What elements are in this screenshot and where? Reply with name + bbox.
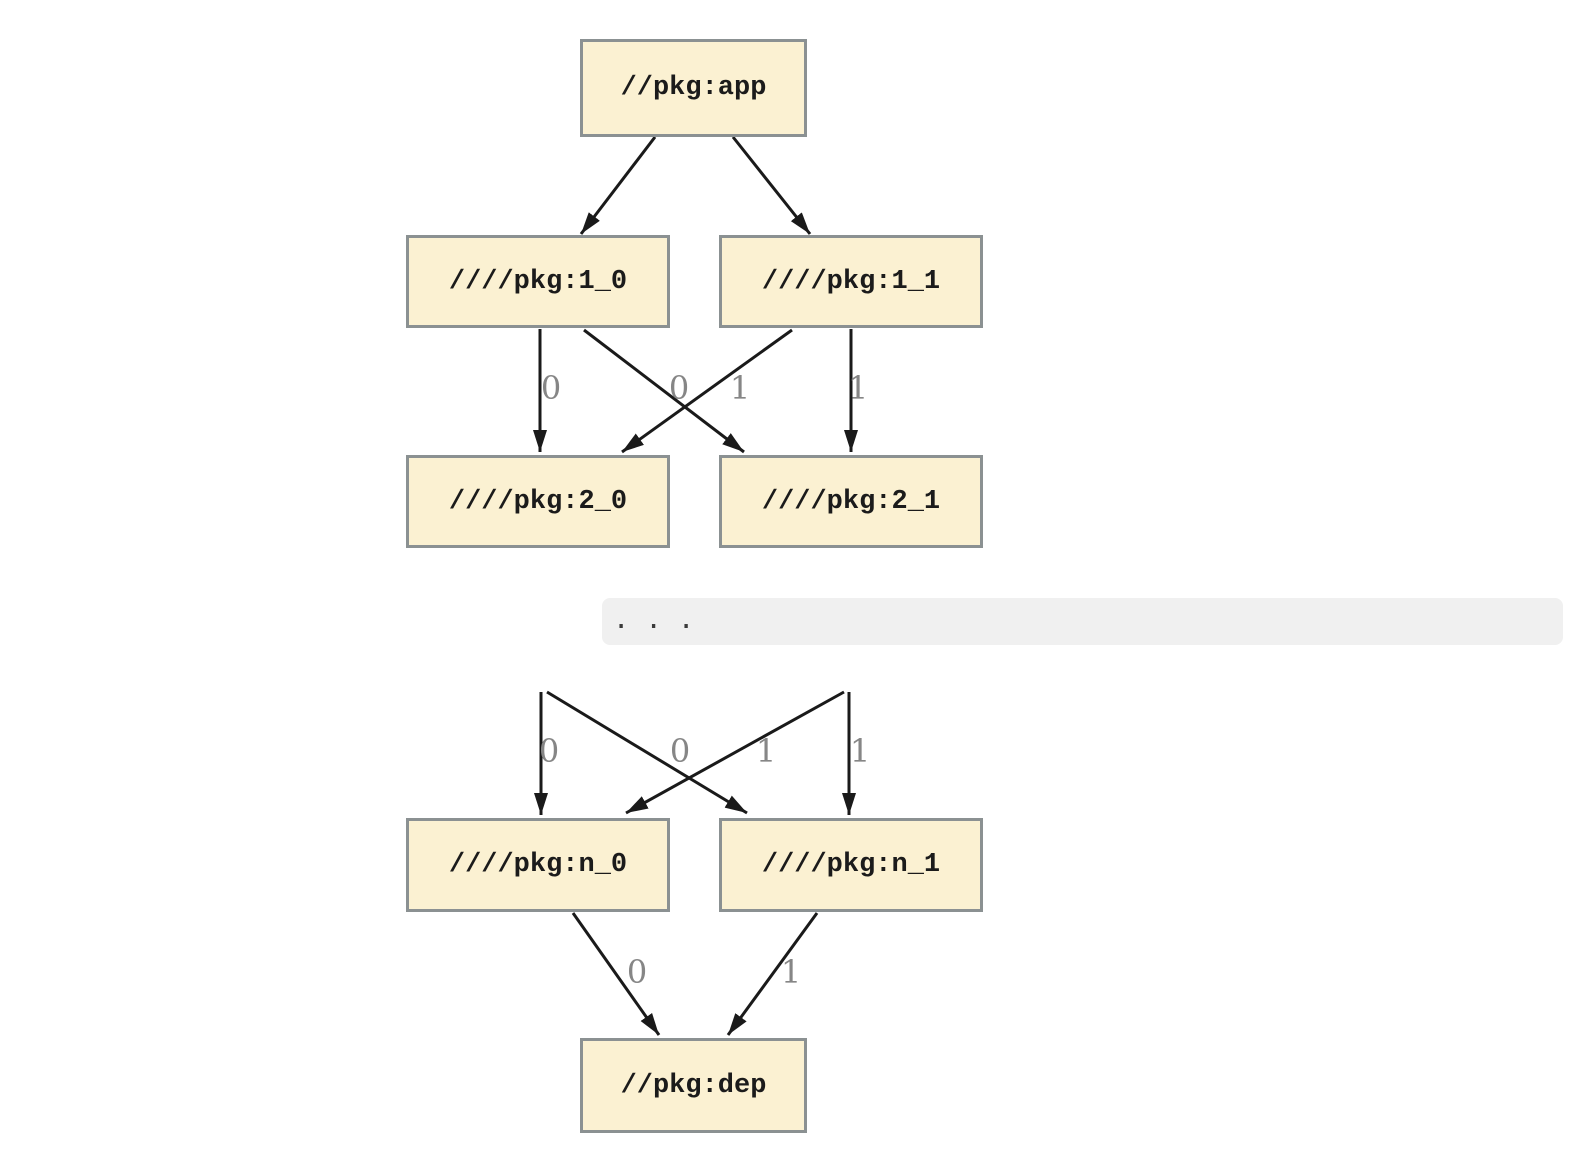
edge-label-1_0-to-2_1: 1	[729, 369, 751, 407]
ellipsis-separator: . . .	[602, 598, 1563, 645]
edge-1_0-to-2_1	[583, 328, 745, 454]
edge-1_1-to-2_0	[621, 328, 793, 454]
node-pkg-1-1: ////pkg:1_1	[719, 235, 983, 328]
node-pkg-2-1: ////pkg:2_1	[719, 455, 983, 548]
edge-label-1_1-to-2_0: 0	[668, 369, 690, 407]
edge-label-1_0-to-2_0: 0	[540, 369, 562, 407]
node-pkg-n-0: ////pkg:n_0	[406, 818, 670, 912]
edge-label-prev-to-n_1-straight: 1	[849, 732, 871, 770]
edge-prev-to-n_1-cross	[546, 690, 748, 815]
node-pkg-2-0: ////pkg:2_0	[406, 455, 670, 548]
edge-prev-to-n_0-cross	[625, 690, 845, 815]
edge-n_0-to-dep	[571, 912, 661, 1036]
node-pkg-n-1: ////pkg:n_1	[719, 818, 983, 912]
edge-label-n_0-to-dep: 0	[626, 953, 648, 991]
edge-label-prev-to-n_1-cross: 1	[755, 732, 777, 770]
edge-label-1_1-to-2_1: 1	[847, 369, 869, 407]
node-pkg-1-0: ////pkg:1_0	[406, 235, 670, 328]
edge-app-to-1_1	[731, 136, 812, 235]
edge-app-to-1_0	[579, 136, 657, 235]
edge-label-prev-to-n_0-straight: 0	[538, 732, 560, 770]
edge-label-prev-to-n_0-cross: 0	[669, 732, 691, 770]
node-pkg-dep: //pkg:dep	[580, 1038, 807, 1133]
edge-n_1-to-dep	[726, 912, 819, 1036]
edge-label-n_1-to-dep: 1	[780, 953, 802, 991]
node-pkg-app: //pkg:app	[580, 39, 807, 137]
